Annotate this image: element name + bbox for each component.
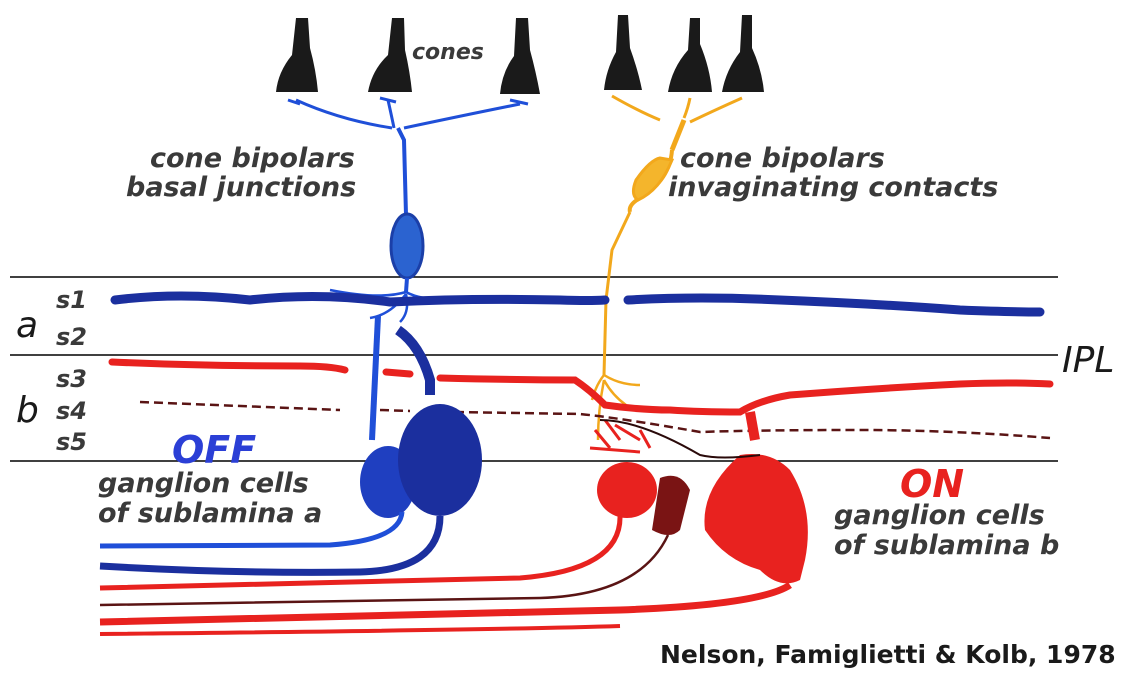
- off-cone-bipolar: [288, 98, 528, 322]
- on-ganglion-label-line2: of sublamina b: [834, 530, 1059, 561]
- stratum-s5-label: s5: [56, 428, 87, 456]
- stratum-s1-label: s1: [56, 286, 87, 314]
- s1-stratum-process: [115, 296, 1040, 312]
- stratum-s4-label: s4: [56, 397, 87, 425]
- cone-icon: [604, 15, 642, 90]
- off-label: OFF: [172, 428, 256, 472]
- on-bipolar-label-line1: cone bipolars: [680, 143, 885, 174]
- s3-stratum-process: [112, 362, 1050, 412]
- cone-icon: [368, 18, 412, 92]
- off-bipolar-label-line1: cone bipolars: [150, 143, 355, 174]
- off-ganglion-label-line1: ganglion cells: [98, 468, 309, 499]
- cones-group: [276, 15, 764, 94]
- off-bipolar-label-line2: basal junctions: [126, 172, 356, 203]
- sublamina-a-label: a: [16, 305, 38, 346]
- cone-icon: [722, 15, 764, 92]
- stratum-s3-label: s3: [56, 365, 87, 393]
- sublamina-b-label: b: [16, 390, 39, 431]
- stratum-s2-label: s2: [56, 323, 87, 351]
- on-bipolar-label-line2: invaginating contacts: [668, 172, 998, 203]
- s4-stratum-process: [140, 402, 1050, 438]
- off-ganglion-label-line2: of sublamina a: [98, 498, 322, 529]
- cone-icon: [500, 18, 540, 94]
- on-ganglion-label-line1: ganglion cells: [834, 500, 1045, 531]
- citation-text: Nelson, Famiglietti & Kolb, 1978: [660, 640, 1116, 669]
- ipl-label: IPL: [1062, 340, 1114, 381]
- cone-icon: [668, 18, 712, 92]
- cone-icon: [276, 18, 318, 92]
- cones-label: cones: [412, 40, 484, 65]
